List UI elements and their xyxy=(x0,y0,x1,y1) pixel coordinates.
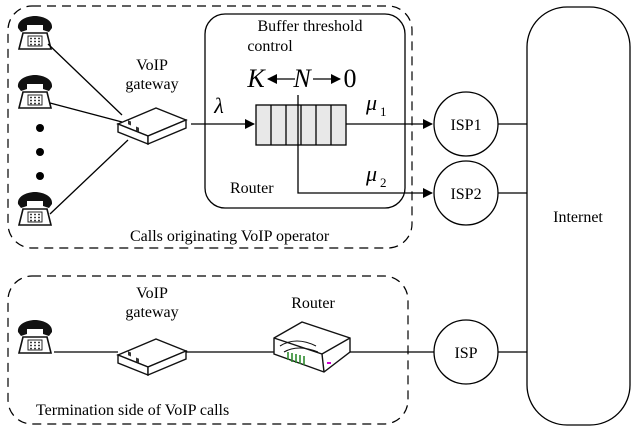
phone-icon xyxy=(17,191,53,226)
gateway-label-line2: gateway xyxy=(125,304,178,321)
phone-icon xyxy=(17,15,53,50)
phone-icon xyxy=(17,74,53,109)
isp2-label: ISP2 xyxy=(450,186,481,203)
voip-gateway-icon xyxy=(117,338,187,376)
buffer-queue xyxy=(255,104,347,146)
termination-side-label: Termination side of VoIP calls xyxy=(36,402,229,419)
isp-label: ISP xyxy=(454,345,477,362)
buffer-threshold-label-line2: control xyxy=(247,38,293,55)
ellipsis-dots xyxy=(36,124,44,180)
buffer-threshold-label-line1: Buffer threshold xyxy=(257,18,362,35)
gateway-label-line1: VoIP xyxy=(136,57,168,74)
isp1-label: ISP1 xyxy=(450,117,481,134)
gateway-label-line1: VoIP xyxy=(136,285,168,302)
originating-operator-box xyxy=(7,5,413,249)
gateway-label-line2: gateway xyxy=(125,76,178,93)
mu1-subscript: 1 xyxy=(380,104,387,119)
voip-gateway-icon xyxy=(117,107,187,145)
router-label: Router xyxy=(291,295,335,312)
buffer-N-label: N xyxy=(292,64,312,93)
mu2-path-arrow xyxy=(297,95,433,198)
mu2-symbol: μ xyxy=(365,161,377,186)
buffer-zero-label: 0 xyxy=(344,64,357,93)
router-icon xyxy=(273,321,351,373)
originating-operator-label: Calls originating VoIP operator xyxy=(130,228,330,245)
lambda-label: λ xyxy=(213,93,224,118)
termination-side-box xyxy=(7,275,409,425)
mu2-subscript: 2 xyxy=(380,175,387,190)
router-label: Router xyxy=(230,180,274,197)
internet-cloud xyxy=(526,6,631,426)
phone-gateway-links xyxy=(47,43,129,215)
buffer-K-label: K xyxy=(246,64,266,93)
phone-icon xyxy=(17,319,53,354)
mu1-symbol: μ xyxy=(365,90,377,115)
internet-label: Internet xyxy=(553,209,603,226)
